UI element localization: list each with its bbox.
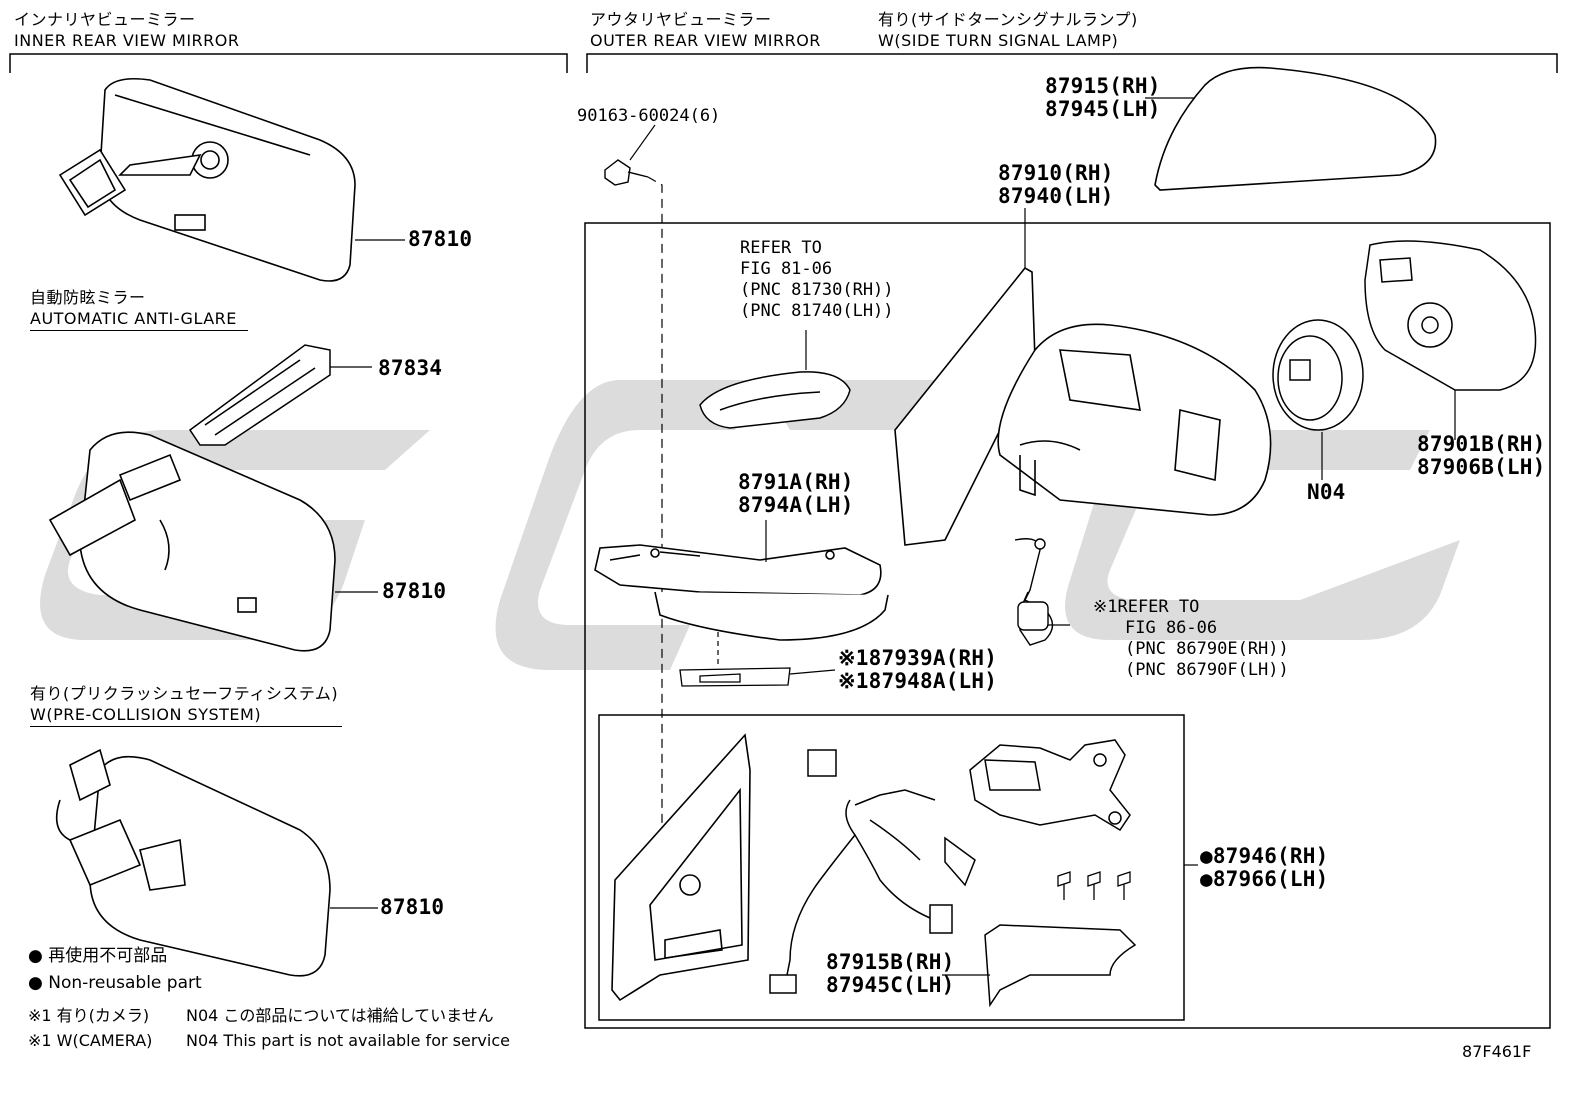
- side-turn-lamp-drawing: [594, 544, 889, 641]
- inner-mirror-1-drawing: [58, 77, 356, 282]
- base-gasket-drawing: [984, 924, 1137, 1008]
- side-camera-drawing: [1014, 538, 1054, 646]
- part-number-87834: 87834: [378, 356, 443, 380]
- part-number-harness-lh: 87945C(LH): [826, 973, 955, 997]
- ref2-line-2: FIG 86-06: [1125, 618, 1218, 638]
- outer-title-en: OUTER REAR VIEW MIRROR: [590, 31, 821, 50]
- part-number-glass-lh: 87906B(LH): [1417, 455, 1546, 479]
- outer-title-jp: アウタリヤビューミラー: [590, 10, 772, 29]
- auto-glare-jp: 自動防眩ミラー: [30, 288, 146, 307]
- part-number-glass-rh: 87901B(RH): [1417, 432, 1546, 456]
- refer-fig-81-06: REFER TO FIG 81-06 (PNC 81730(RH)) (PNC …: [740, 238, 894, 322]
- part-number-screw: 90163-60024(6): [577, 106, 721, 126]
- inner-mirror-2-drawing: [48, 431, 336, 652]
- mirror-motor-drawing: [1272, 319, 1364, 431]
- mirror-glass-drawing: [1364, 240, 1537, 391]
- pcs-jp: 有り(プリクラッシュセーフティシステム): [30, 684, 339, 703]
- ref2-line-4: (PNC 86790F(LH)): [1125, 660, 1289, 680]
- pcs-en: W(PRE-COLLISION SYSTEM): [30, 707, 342, 727]
- part-number-assy-lh: 87940(LH): [998, 184, 1114, 208]
- ref2-line-1: ※1REFER TO: [1093, 597, 1200, 617]
- part-number-87810-c: 87810: [380, 895, 445, 919]
- part-number-camera-lh: ※187948A(LH): [838, 669, 998, 693]
- figure-id: 87F461F: [1462, 1042, 1532, 1061]
- inner-cover-drawing: [188, 344, 331, 446]
- inner-title-jp: インナリヤビューミラー: [14, 10, 196, 29]
- signal-title-en: W(SIDE TURN SIGNAL LAMP): [878, 31, 1119, 50]
- legend-n04-jp: N04 この部品については補給していません: [186, 1006, 494, 1025]
- screw-drawing: [604, 159, 649, 186]
- ref1-line-3: (PNC 81730(RH)): [740, 280, 894, 300]
- refer-fig-86-06: ※1REFER TO FIG 86-06 (PNC 86790E(RH)) (P…: [1093, 597, 1289, 681]
- camera-bracket-drawing: [679, 667, 791, 687]
- part-number-n04: N04: [1307, 480, 1346, 504]
- part-number-harness-rh: 87915B(RH): [826, 950, 955, 974]
- part-number-87810-b: 87810: [382, 579, 447, 603]
- legend-camera-jp: ※1 有り(カメラ): [28, 1006, 150, 1025]
- inner-title-en: INNER REAR VIEW MIRROR: [14, 31, 240, 50]
- part-number-lamp-rh: 8791A(RH): [738, 470, 854, 494]
- outer-assembly-box: [584, 222, 1551, 1029]
- part-number-kit-rh: ●87946(RH): [1200, 844, 1329, 868]
- screw-dashed-guide: [647, 176, 663, 960]
- mirror-harness-drawing: [769, 749, 976, 994]
- mirror-cover-drawing: [1154, 66, 1437, 191]
- legend-nonreuse-jp: ● 再使用不可部品: [28, 946, 168, 966]
- mirror-base-drawing: [611, 733, 751, 1002]
- part-number-cover-rh: 87915(RH): [1045, 74, 1161, 98]
- signal-title-jp: 有り(サイドターンシグナルランプ): [878, 10, 1138, 29]
- part-number-assy-rh: 87910(RH): [998, 161, 1114, 185]
- ref1-line-2: FIG 81-06: [740, 259, 833, 279]
- ref1-line-4: (PNC 81740(LH)): [740, 301, 894, 321]
- part-number-cover-lh: 87945(LH): [1045, 97, 1161, 121]
- ref1-line-1: REFER TO: [740, 238, 822, 258]
- turn-signal-lens-drawing: [699, 371, 851, 429]
- part-number-kit-lh: ●87966(LH): [1200, 867, 1329, 891]
- legend-camera-en: ※1 W(CAMERA): [28, 1031, 153, 1050]
- mirror-housing-drawing: [894, 266, 1272, 546]
- inner-mirror-3-drawing: [55, 748, 331, 977]
- mirror-actuator-drawing: [969, 739, 1131, 832]
- section-brackets: [9, 53, 1558, 73]
- ref2-line-3: (PNC 86790E(RH)): [1125, 639, 1289, 659]
- auto-glare-en: AUTOMATIC ANTI-GLARE: [30, 311, 248, 331]
- part-number-camera-rh: ※187939A(RH): [838, 646, 998, 670]
- legend-nonreuse-en: ● Non-reusable part: [28, 973, 202, 993]
- legend-n04-en: N04 This part is not available for servi…: [186, 1031, 510, 1050]
- part-number-lamp-lh: 8794A(LH): [738, 493, 854, 517]
- bolt-set-drawing: [1057, 871, 1131, 900]
- sub-assembly-box: [598, 714, 1185, 1021]
- part-number-87810-a: 87810: [408, 227, 473, 251]
